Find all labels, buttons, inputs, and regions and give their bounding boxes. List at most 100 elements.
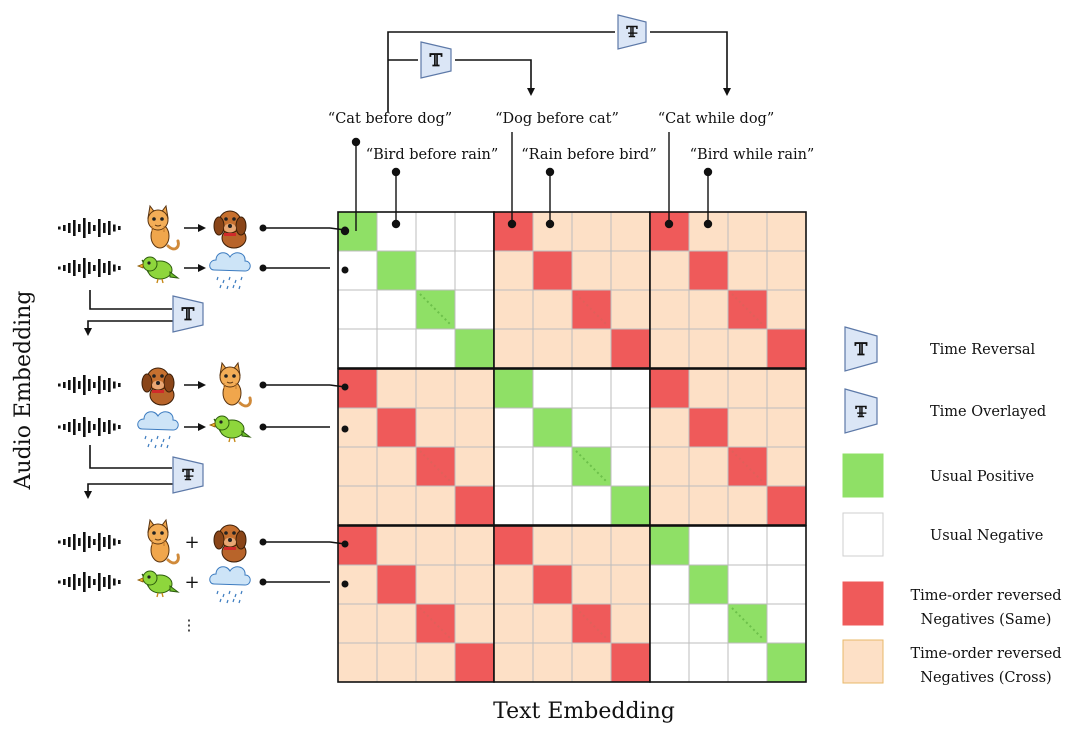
matrix-cell [649,289,690,330]
audio-row: + [58,566,349,604]
matrix-cell [493,250,534,291]
matrix-cell [649,250,690,291]
matrix-cell [415,525,456,566]
matrix-diagonal-dots [419,293,451,325]
matrix-cell [454,211,495,252]
matrix-cell [571,642,612,683]
matrix-cell [610,250,651,291]
waveform-icon [58,532,121,552]
matrix-cell [337,328,378,369]
matrix-diagonal-dots [575,607,607,639]
matrix-cell [727,642,768,683]
matrix-cell [493,289,534,330]
matrix-cell [376,525,417,566]
matrix-block [337,525,495,683]
matrix-cell [610,368,651,409]
matrix-cell [415,328,456,369]
time-reversal-icon: 𝕋 [844,326,878,372]
rain-cloud-icon [209,566,251,604]
matrix-cell [376,407,417,448]
dog-icon [213,524,247,563]
legend-item-positive: Usual Positive [842,453,1034,498]
matrix-cell [649,446,690,487]
matrix-cell [610,603,651,644]
caption-cat-before-dog: “Cat before dog” [328,111,452,127]
matrix-cell [688,564,729,605]
legend-label-line2: Negatives (Cross) [920,670,1051,686]
caption-bird-while-rain: “Bird while rain” [690,147,815,163]
y-axis-label: Audio Embedding [11,291,36,491]
matrix-cell [571,368,612,409]
audio-row [58,252,349,290]
caption-dog-before-cat: “Dog before cat” [495,111,619,127]
matrix-cell [688,328,729,369]
time-overlay-icon: 𝕋̶ [844,388,878,434]
matrix-block [649,368,807,526]
overlay-plus: + [184,532,199,553]
matrix-cell [454,250,495,291]
matrix-cell [766,525,807,566]
matrix-cell [376,603,417,644]
matrix-diagonal-dots [575,450,607,482]
matrix-cell [571,250,612,291]
matrix-cell [766,603,807,644]
matrix-cell [337,642,378,683]
matrix-cell [532,250,573,291]
matrix-cell [415,642,456,683]
legend-label: Time-order reversed [910,588,1061,604]
left-operator-connectors [84,290,202,499]
bird-icon [136,256,180,284]
legend-swatch [842,639,884,684]
matrix-cell [532,211,573,252]
matrix-border [649,525,807,683]
matrix-cell [766,642,807,683]
matrix-cell [766,328,807,369]
matrix-cell [337,485,378,526]
matrix-cell [454,446,495,487]
matrix-cell [649,328,690,369]
matrix-cell [415,564,456,605]
matrix-border [649,368,807,526]
matrix-cell [766,446,807,487]
matrix-cell [415,368,456,409]
cat-icon [147,518,180,565]
matrix-border [649,211,807,369]
matrix-cell [610,564,651,605]
ellipsis: ⋮ [182,618,197,634]
matrix-cell [376,564,417,605]
matrix-block [337,368,495,526]
time-overlay-icon: 𝕋̶ [617,14,647,50]
rain-cloud-icon [137,411,179,449]
matrix-cell [376,289,417,330]
x-axis-label: Text Embedding [493,699,675,724]
matrix-cell [454,642,495,683]
matrix-cell [376,250,417,291]
matrix-cell [766,211,807,252]
overlay-plus: + [184,572,199,593]
matrix-cell [376,642,417,683]
matrix-cell [688,368,729,409]
matrix-cell [493,368,534,409]
matrix-cell [610,485,651,526]
matrix-cell [376,328,417,369]
matrix-cell [766,368,807,409]
matrix-diagonal-dots [731,293,763,325]
matrix-cell [727,407,768,448]
matrix-cell [766,407,807,448]
matrix-cell [649,407,690,448]
matrix-cell [571,328,612,369]
rain-cloud-icon [209,252,251,290]
legend-label: Usual Negative [930,528,1043,544]
matrix-cell [454,603,495,644]
waveform-icon [58,417,121,437]
cat-icon [147,204,180,251]
matrix-cell [766,485,807,526]
matrix-cell [727,485,768,526]
matrix-cell [610,642,651,683]
legend-label-line2: Negatives (Same) [921,612,1052,628]
matrix-cell [610,328,651,369]
matrix-diagonal-dots [731,450,763,482]
